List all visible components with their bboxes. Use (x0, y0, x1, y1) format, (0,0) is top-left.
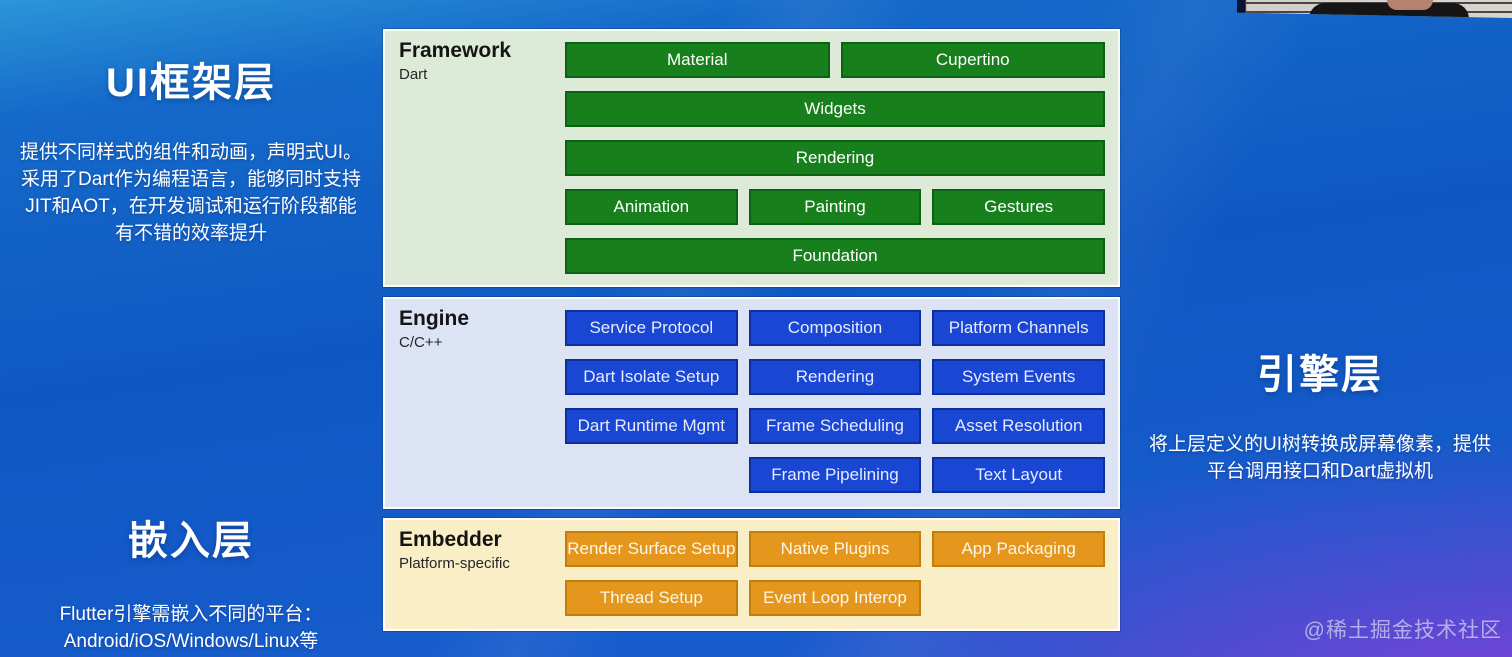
engine-block-platform-channels: Platform Channels (932, 310, 1105, 346)
framework-block-animation: Animation (565, 189, 738, 225)
framework-panel-subtitle: Dart (399, 66, 428, 83)
engine-block-frame-scheduling: Frame Scheduling (748, 408, 922, 444)
framework-blocks-grid: Material Cupertino Widgets Rendering Ani… (565, 42, 1105, 274)
embedder-layer-title: 嵌入层 (128, 519, 254, 563)
engine-block-text-layout: Text Layout (932, 457, 1105, 493)
framework-block-material: Material (565, 42, 830, 78)
framework-block-rendering: Rendering (565, 140, 1105, 176)
engine-block-dart-isolate-setup: Dart Isolate Setup (565, 359, 738, 395)
engine-layer-title: 引擎层 (1257, 353, 1383, 397)
framework-panel-label: Framework Dart (399, 39, 511, 83)
ui-layer-title: UI框架层 (106, 61, 276, 105)
framework-block-widgets: Widgets (565, 91, 1105, 127)
engine-block-frame-pipelining: Frame Pipelining (748, 457, 922, 493)
framework-block-foundation: Foundation (565, 238, 1105, 274)
embedder-layer-description: Flutter引擎需嵌入不同的平台： Android/iOS/Windows/L… (59, 604, 323, 652)
engine-layer-description: 将上层定义的UI树转换成屏幕像素，提供 平台调用接口和Dart虚拟机 (1148, 434, 1491, 482)
engine-block-service-protocol: Service Protocol (565, 310, 738, 346)
embedder-panel-subtitle: Platform-specific (399, 555, 510, 572)
embedder-blocks-grid: Render Surface Setup Native Plugins App … (565, 531, 1105, 616)
framework-block-gestures: Gestures (932, 189, 1105, 225)
engine-panel-title: Engine (399, 307, 470, 330)
embedder-panel: Embedder Platform-specific Render Surfac… (383, 518, 1120, 631)
section-engine-layer: 引擎层 将上层定义的UI树转换成屏幕像素，提供 平台调用接口和Dart虚拟机 (1128, 342, 1512, 486)
engine-block-dart-runtime-mgmt: Dart Runtime Mgmt (565, 408, 738, 444)
framework-block-painting: Painting (748, 189, 922, 225)
engine-block-rendering: Rendering (748, 359, 922, 395)
engine-block-asset-resolution: Asset Resolution (932, 408, 1105, 444)
engine-block-composition: Composition (748, 310, 922, 346)
embedder-block-native-plugins: Native Plugins (748, 531, 922, 567)
watermark: @稀土掘金技术社区 (1303, 619, 1502, 642)
embedder-block-render-surface-setup: Render Surface Setup (565, 531, 738, 567)
webcam-overlay (1237, 0, 1512, 18)
engine-panel-subtitle: C/C++ (399, 334, 443, 351)
embedder-block-thread-setup: Thread Setup (565, 580, 738, 616)
engine-panel: Engine C/C++ Service Protocol Compositio… (383, 297, 1120, 509)
ui-layer-description: 提供不同样式的组件和动画，声明式UI。 采用了Dart作为编程语言，能够同时支持… (19, 142, 362, 244)
embedder-panel-label: Embedder Platform-specific (399, 528, 510, 572)
framework-panel: Framework Dart Material Cupertino Widget… (383, 29, 1120, 287)
engine-blocks-grid: Service Protocol Composition Platform Ch… (565, 310, 1105, 493)
framework-block-cupertino: Cupertino (840, 42, 1105, 78)
framework-panel-title: Framework (399, 39, 512, 62)
person-face (1387, 0, 1433, 10)
engine-panel-label: Engine C/C++ (399, 307, 469, 351)
embedder-block-event-loop-interop: Event Loop Interop (748, 580, 922, 616)
embedder-panel-title: Embedder (399, 528, 502, 551)
embedder-block-app-packaging: App Packaging (932, 531, 1105, 567)
section-embedder-layer: 嵌入层 Flutter引擎需嵌入不同的平台： Android/iOS/Windo… (0, 508, 382, 656)
engine-block-system-events: System Events (932, 359, 1105, 395)
section-ui-layer: UI框架层 提供不同样式的组件和动画，声明式UI。 采用了Dart作为编程语言，… (0, 50, 382, 248)
